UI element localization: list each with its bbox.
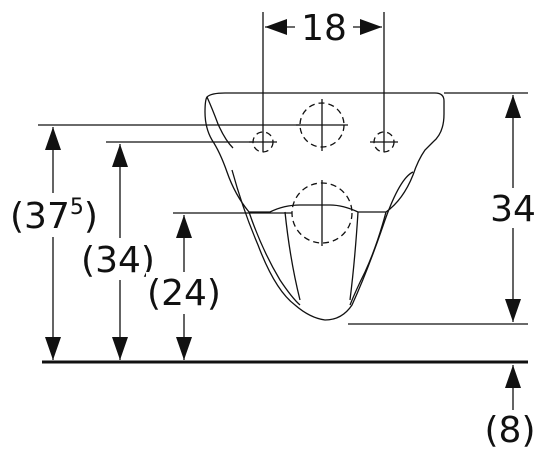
left-inner-label: (24) <box>147 273 221 314</box>
toilet-bowl-outline <box>204 92 445 321</box>
top-width-label: 18 <box>301 8 347 49</box>
right-height-label: 34 <box>490 189 536 230</box>
left-outer-close: ) <box>84 196 98 237</box>
left-outer-superscript: 5 <box>70 195 84 220</box>
left-middle-label: (34) <box>81 240 155 281</box>
bottom-label: (8) <box>485 410 536 451</box>
dimension-left-inner: (24) <box>146 212 292 360</box>
svg-text:(375): (375) <box>10 195 98 237</box>
dimension-left-outer: (375) <box>8 124 300 360</box>
hidden-holes <box>249 99 398 246</box>
dimension-bottom: (8) <box>485 365 536 451</box>
dimension-top-18: 18 <box>262 8 385 152</box>
left-outer-label: (37 <box>10 196 70 237</box>
dimension-left-middle: (34) <box>80 141 253 360</box>
dimension-right-34: 34 <box>348 92 541 325</box>
